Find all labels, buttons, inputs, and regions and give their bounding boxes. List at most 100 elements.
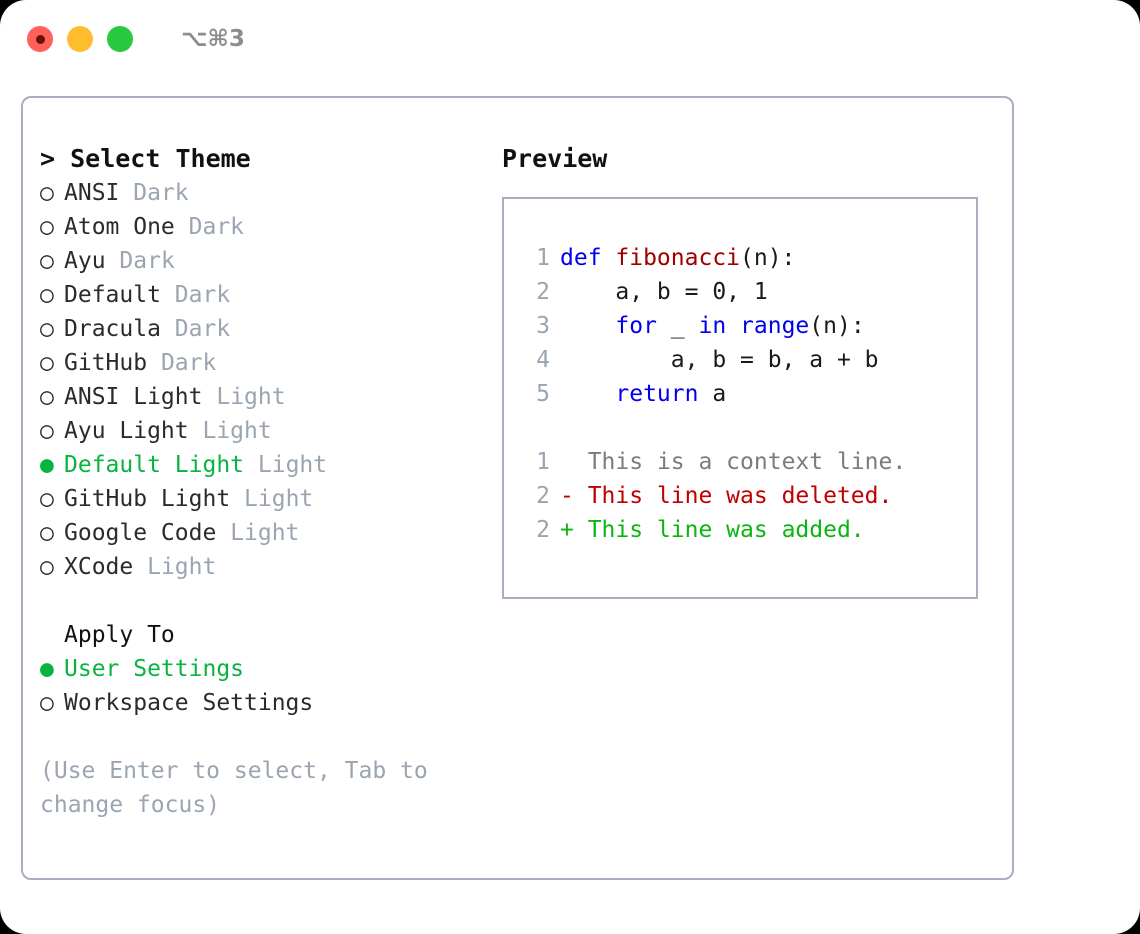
line-number: 5 xyxy=(536,381,550,407)
radio-unselected-icon: ○ xyxy=(40,486,54,512)
theme-name-label: Dracula xyxy=(64,316,161,342)
line-number: 2 xyxy=(536,517,550,543)
theme-list-item[interactable]: ○ Ayu Dark xyxy=(40,244,491,278)
theme-name-label: Atom One xyxy=(64,214,175,240)
theme-name-label: Google Code xyxy=(64,520,217,546)
line-number: 2 xyxy=(536,279,550,305)
code-token: (n): xyxy=(740,245,796,271)
line-number: 4 xyxy=(536,347,550,373)
diff-text: This is a context line. xyxy=(573,449,907,475)
apply-to-label: Workspace Settings xyxy=(64,690,314,716)
theme-variant-tag: Dark xyxy=(160,350,217,376)
theme-list-item[interactable]: ○ Google Code Light xyxy=(40,516,491,550)
diff-text: This line was deleted. xyxy=(573,483,893,509)
theme-name-label: Ayu xyxy=(64,248,106,274)
code-token: a xyxy=(712,381,727,407)
theme-list-item[interactable]: ○ XCode Light xyxy=(40,550,491,584)
minimize-button[interactable] xyxy=(67,26,93,52)
theme-variant-tag: Dark xyxy=(119,248,175,274)
diff-line: 2- This line was deleted. xyxy=(504,479,976,513)
theme-name-label: Default xyxy=(64,282,161,308)
radio-unselected-icon: ○ xyxy=(40,214,54,240)
apply-to-label: User Settings xyxy=(64,656,245,682)
theme-name-label: GitHub xyxy=(64,350,148,376)
code-line: 3 for _ in range(n): xyxy=(504,309,976,343)
radio-unselected-icon: ○ xyxy=(40,520,54,546)
diff-line: 2 + This line was added. xyxy=(504,513,976,547)
theme-list-item[interactable]: ○ Dracula Dark xyxy=(40,312,491,346)
theme-name-label: ANSI Light xyxy=(64,384,203,410)
theme-list-item[interactable]: ●Default Light Light xyxy=(40,448,491,482)
keyboard-hint-text: (Use Enter to select, Tab to change focu… xyxy=(40,758,442,818)
theme-list-item[interactable]: ○Atom One Dark xyxy=(40,210,491,244)
select-theme-header: > Select Theme xyxy=(40,144,251,173)
code-token: _ xyxy=(670,313,699,339)
diff-sample: 1 This is a context line.2- This line wa… xyxy=(504,445,976,547)
diff-sign: + xyxy=(560,517,574,543)
theme-variant-tag: Dark xyxy=(133,180,189,206)
code-token: def xyxy=(560,245,616,271)
code-line: 2 a, b = 0, 1 xyxy=(504,275,976,309)
theme-name-label: XCode xyxy=(64,554,134,580)
code-token: range xyxy=(740,313,810,339)
theme-variant-tag: Dark xyxy=(174,316,231,342)
radio-unselected-icon: ○ xyxy=(40,248,54,274)
theme-name-label: Ayu Light xyxy=(64,418,189,444)
close-button[interactable] xyxy=(27,26,53,52)
theme-selection-column: > Select Theme ○ANSI Dark○Atom One Dark○… xyxy=(23,142,491,822)
diff-sign xyxy=(560,449,574,475)
radio-selected-icon: ● xyxy=(40,452,54,478)
line-number: 1 xyxy=(536,245,550,271)
title-bar: ⌥⌘3 xyxy=(0,0,1140,78)
theme-name-label: ANSI xyxy=(64,180,120,206)
theme-variant-tag: Light xyxy=(244,486,314,512)
line-number: 3 xyxy=(536,313,550,339)
theme-dialog-panel: > Select Theme ○ANSI Dark○Atom One Dark○… xyxy=(21,96,1014,880)
code-token: in xyxy=(698,313,741,339)
theme-list-item[interactable]: ○ ANSI Light Light xyxy=(40,380,491,414)
radio-unselected-icon: ○ xyxy=(40,418,54,444)
code-token: a, b = b, a + b xyxy=(560,347,879,373)
line-number: 1 xyxy=(536,449,550,475)
radio-unselected-icon: ○ xyxy=(40,180,54,206)
diff-sign: - xyxy=(560,483,574,509)
apply-to-item[interactable]: ● User Settings xyxy=(40,652,491,686)
theme-variant-tag: Light xyxy=(216,384,286,410)
apply-to-header: Apply To xyxy=(64,622,175,648)
apply-to-list[interactable]: ● User Settings ○ Workspace Settings xyxy=(40,652,491,720)
theme-variant-tag: Dark xyxy=(174,282,231,308)
radio-selected-icon: ● xyxy=(40,656,54,682)
code-token xyxy=(560,381,615,407)
code-token: fibonacci xyxy=(615,245,741,271)
theme-list[interactable]: ○ ANSI Dark ○ Atom One Dark ○ Ayu Dark ○ Defaul… xyxy=(40,176,491,584)
diff-text: This line was added. xyxy=(573,517,865,543)
list-spacer xyxy=(40,584,491,618)
theme-list-item[interactable]: ○ ANSI Dark xyxy=(40,176,491,210)
theme-name-label: GitHub Light xyxy=(64,486,231,512)
line-number: 2 xyxy=(536,483,550,509)
theme-list-item[interactable]: ○ GitHub Dark xyxy=(40,346,491,380)
keyboard-shortcut-label: ⌥⌘3 xyxy=(181,26,245,52)
code-token: return xyxy=(615,381,713,407)
theme-list-item[interactable]: ○ Default Dark xyxy=(40,278,491,312)
preview-title: Preview xyxy=(502,144,608,173)
theme-variant-tag: Light xyxy=(147,554,217,580)
radio-unselected-icon: ○ xyxy=(40,554,54,580)
radio-unselected-icon: ○ xyxy=(40,316,54,342)
theme-variant-tag: Light xyxy=(202,418,272,444)
radio-unselected-icon: ○ xyxy=(40,690,54,716)
radio-unselected-icon: ○ xyxy=(40,350,54,376)
theme-variant-tag: Light xyxy=(230,520,300,546)
radio-unselected-icon: ○ xyxy=(40,282,54,308)
maximize-button[interactable] xyxy=(107,26,133,52)
apply-to-item[interactable]: ○ Workspace Settings xyxy=(40,686,491,720)
theme-list-item[interactable]: ○ Ayu Light Light xyxy=(40,414,491,448)
diff-line: 1 This is a context line. xyxy=(504,445,976,479)
radio-unselected-icon: ○ xyxy=(40,384,54,410)
theme-list-item[interactable]: ○ GitHub Light Light xyxy=(40,482,491,516)
code-token xyxy=(560,313,615,339)
code-token: (n): xyxy=(809,313,865,339)
